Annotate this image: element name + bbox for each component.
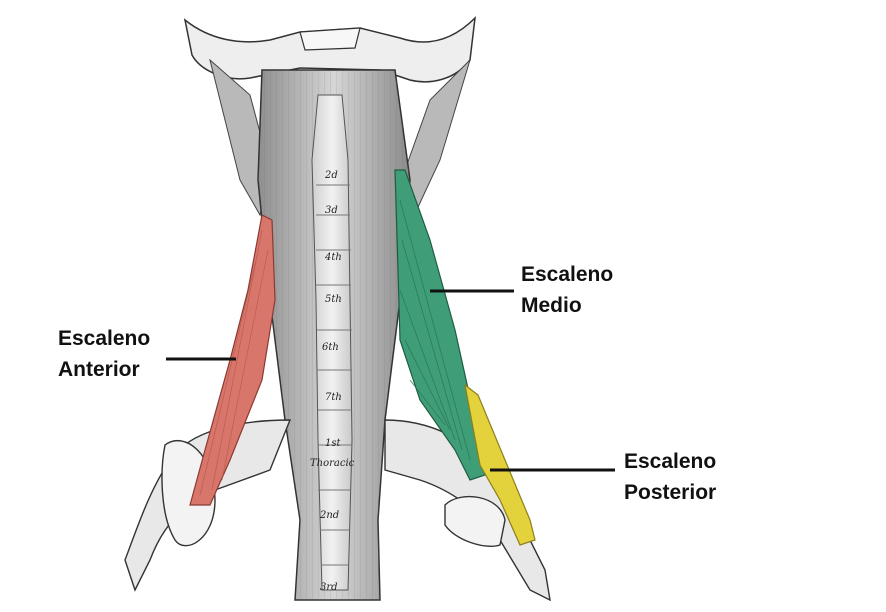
vertebra-label: 1st	[325, 438, 341, 449]
label-escaleno-anterior: Escaleno Anterior	[58, 323, 150, 385]
label-posterior-line2: Posterior	[624, 481, 717, 504]
vertebra-label: 3rd	[320, 582, 338, 593]
vertebral-column	[311, 94, 353, 591]
vertebra-label: 2nd	[319, 510, 339, 521]
skull-base	[183, 15, 477, 83]
label-escaleno-posterior: Escaleno Posterior	[624, 446, 716, 508]
vertebra-label: 6th	[322, 342, 339, 353]
vertebra-label: 3d	[325, 205, 338, 216]
label-posterior-line1: Escaleno	[624, 450, 717, 473]
vertebra-label: 4th	[324, 252, 342, 263]
vertebra-label: Thoracic	[310, 458, 355, 469]
label-anterior-line1: Escaleno	[58, 327, 151, 350]
label-anterior-line2: Anterior	[58, 358, 140, 381]
label-medio-line1: Escaleno	[521, 263, 614, 286]
vertebra-label: 2d	[324, 170, 338, 181]
scalenus-medius-muscle	[394, 169, 486, 481]
label-medio-line2: Medio	[521, 294, 582, 317]
first-rib-right	[384, 419, 551, 602]
label-escaleno-medio: Escaleno Medio	[521, 259, 613, 321]
scalenus-posterior-muscle	[464, 383, 536, 546]
vertebra-label: 5th	[325, 294, 342, 305]
vertebra-label: 7th	[325, 392, 342, 403]
